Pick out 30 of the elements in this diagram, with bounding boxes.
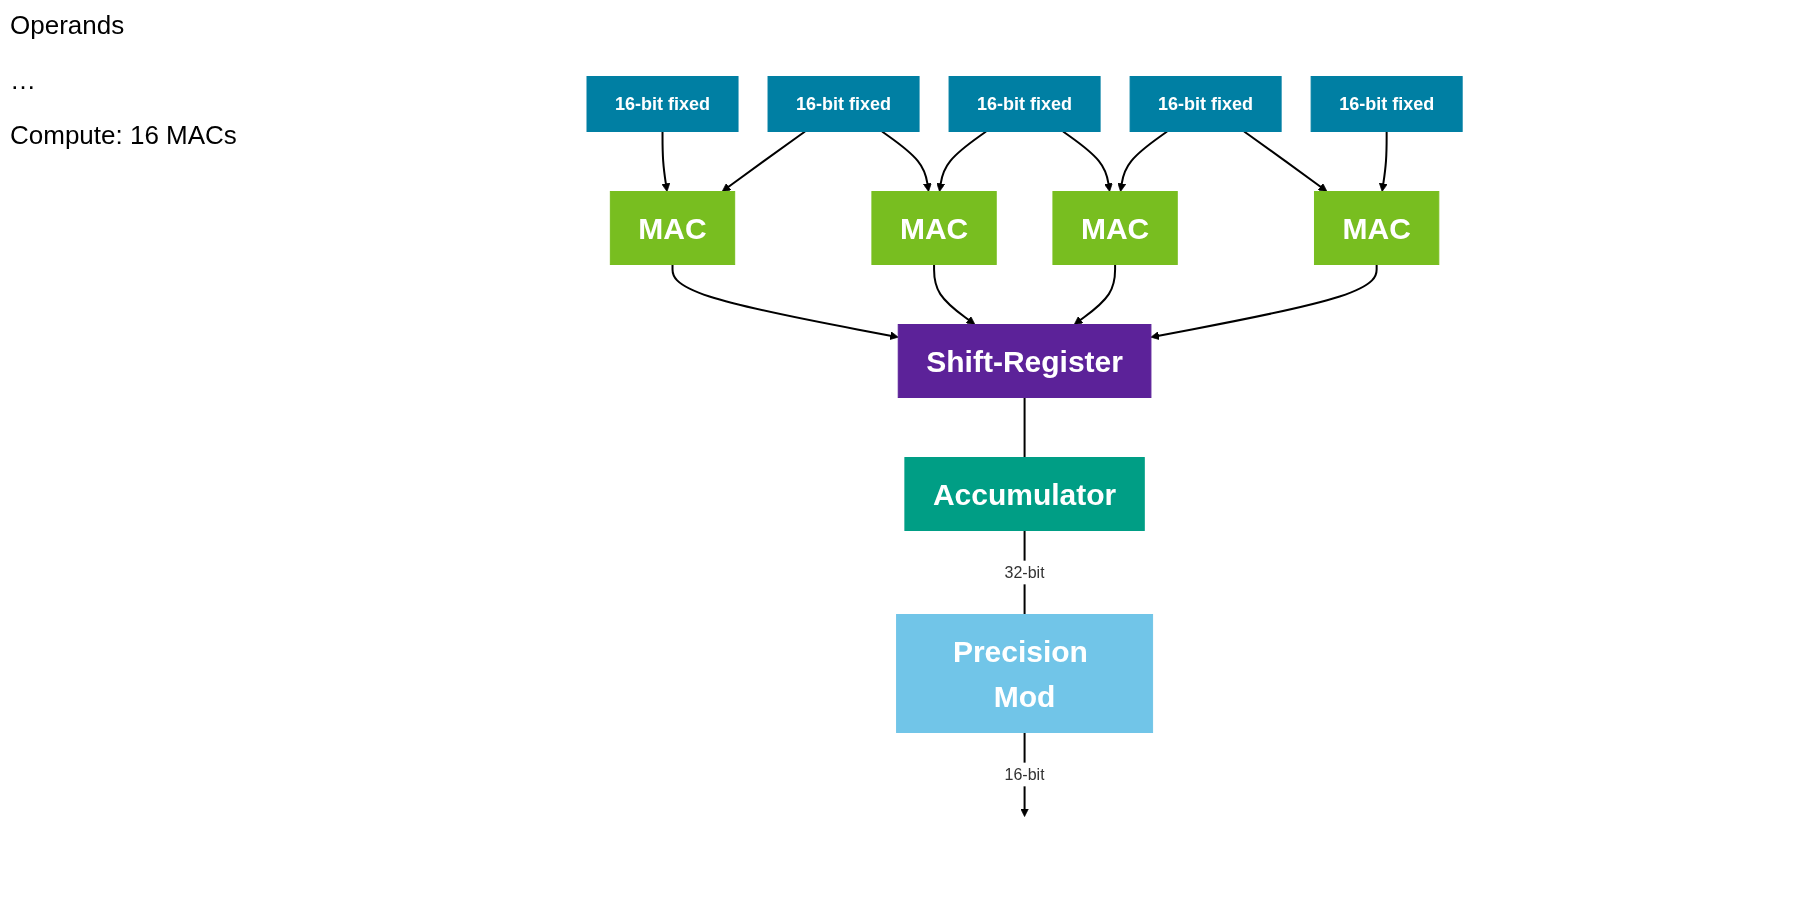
arrow [722,130,807,192]
node-box: MAC [1052,191,1179,265]
note-label: Operands [10,10,126,41]
note-label: … [10,65,37,96]
arrow [933,263,976,325]
arrow [1379,130,1389,192]
node-box: 16-bit fixed [1130,76,1283,132]
node-box: MAC [871,191,998,265]
node-box: 16-bit fixed [1311,76,1464,132]
arrow [1062,130,1114,192]
note-label: Compute: 16 MACs [10,120,238,151]
node-box: Accumulator [904,457,1146,531]
arrow [881,130,933,192]
node-box: 16-bit fixed [586,76,739,132]
node-box: MAC [610,191,736,265]
arrow [1117,130,1169,192]
node-box: MAC [1314,191,1440,265]
node-box: 16-bit fixed [767,76,920,132]
connector [1024,396,1026,459]
edge-label: 16-bit [1004,765,1046,783]
edge-label: 32-bit [1004,563,1046,581]
node-box: Shift-Register [898,324,1152,398]
arrow [936,130,988,192]
arrow [671,263,900,340]
node-box: 16-bit fixed [949,76,1101,132]
node-box: Precision Mod [896,614,1154,733]
arrow [661,130,671,192]
arrow [1243,130,1328,192]
arrow [1150,263,1379,340]
arrow [1074,263,1117,325]
